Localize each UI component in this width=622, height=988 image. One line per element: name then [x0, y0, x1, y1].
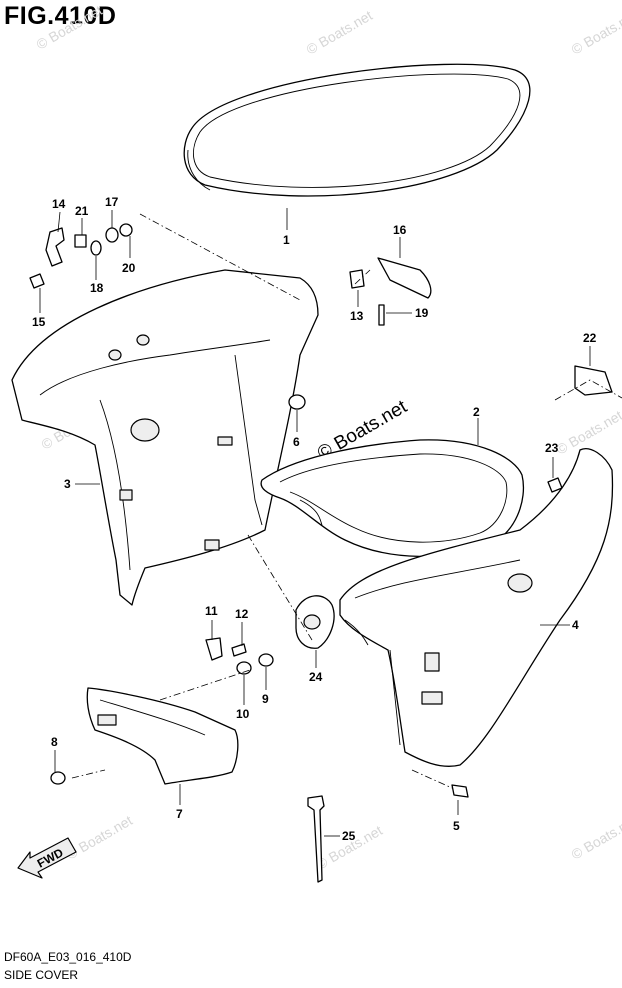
part-18-washer — [90, 240, 102, 256]
callout-labels: 1 2 3 4 5 6 7 8 9 10 11 12 13 14 15 16 1… — [32, 195, 597, 843]
watermark: © Boats.net — [64, 812, 136, 863]
watermark: © Boats.net — [569, 812, 622, 863]
leader-lines — [39, 208, 591, 837]
part-4-side-cover-right — [339, 448, 614, 767]
part-14-bracket — [45, 227, 65, 267]
part-16-latch — [377, 257, 432, 299]
diagram-name: SIDE COVER — [4, 968, 79, 982]
callout-6: 6 — [293, 435, 300, 449]
callout-19: 19 — [415, 306, 429, 320]
callout-4: 4 — [572, 618, 579, 632]
part-20-grommet — [119, 223, 133, 237]
watermark: © Boats.net — [304, 7, 376, 58]
watermark: © Boats.net — [34, 2, 106, 53]
part-1-seal — [183, 63, 531, 197]
callout-16: 16 — [393, 223, 407, 237]
callout-9: 9 — [262, 692, 269, 706]
callout-24: 24 — [309, 670, 323, 684]
part-11-bracket — [205, 637, 223, 661]
part-22-latch — [574, 365, 613, 396]
callout-18: 18 — [90, 281, 104, 295]
part-6-bushing — [288, 394, 306, 410]
fwd-arrow: FWD — [17, 837, 77, 879]
callout-11: 11 — [205, 604, 218, 618]
watermark: © Boats.net — [569, 7, 622, 58]
callout-20: 20 — [122, 261, 136, 275]
callout-3: 3 — [64, 477, 71, 491]
part-17-grommet — [105, 227, 119, 243]
part-12-screw — [231, 643, 247, 657]
part-9-bushing — [258, 653, 274, 667]
hardware-parts — [29, 223, 613, 883]
callout-15: 15 — [32, 315, 46, 329]
callout-5: 5 — [453, 819, 460, 833]
callout-23: 23 — [545, 441, 559, 455]
callout-21: 21 — [75, 204, 89, 218]
part-13-bolt — [349, 269, 365, 289]
callout-13: 13 — [350, 309, 364, 323]
callout-14: 14 — [52, 197, 66, 211]
part-23-screw — [547, 477, 563, 493]
part-19-pin — [378, 304, 385, 326]
part-5-bolt — [451, 784, 469, 798]
assembly-lines — [71, 213, 622, 789]
callout-22: 22 — [583, 331, 597, 345]
diagram-code: DF60A_E03_016_410D — [4, 950, 132, 964]
callout-12: 12 — [235, 607, 249, 621]
part-7-lower-cover — [86, 687, 239, 785]
callout-25: 25 — [342, 829, 356, 843]
part-3-side-cover-left — [11, 269, 319, 606]
callout-1: 1 — [283, 233, 290, 247]
figure-title: FIG.410D — [4, 2, 117, 30]
callout-2: 2 — [473, 405, 480, 419]
part-8-bolt — [50, 771, 66, 785]
callout-7: 7 — [176, 807, 183, 821]
callout-17: 17 — [105, 195, 119, 209]
callout-8: 8 — [51, 735, 58, 749]
part-15-nut — [29, 273, 45, 289]
part-21-collar — [74, 234, 87, 248]
part-25-tie — [307, 795, 325, 883]
callout-10: 10 — [236, 707, 250, 721]
